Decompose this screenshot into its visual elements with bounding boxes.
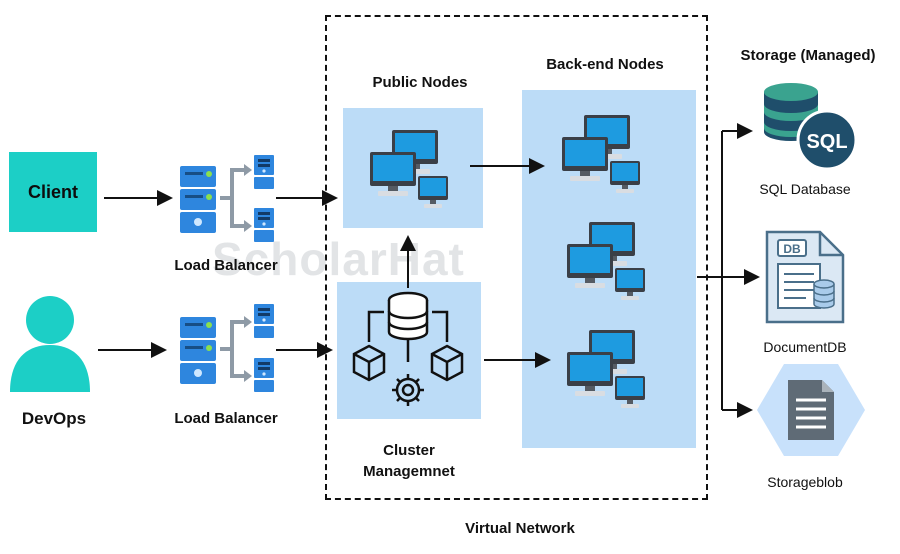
server-icon	[180, 317, 216, 384]
server-icon	[254, 304, 274, 392]
computer-network-icon	[562, 115, 640, 193]
server-icon	[254, 155, 274, 242]
documentdb-label: DocumentDB	[763, 339, 847, 355]
db-icon-text: DB	[783, 242, 801, 256]
gear-icon	[392, 374, 424, 406]
computer-network-icon	[370, 130, 448, 208]
cluster-management-line-1: Cluster	[383, 442, 435, 459]
client-label: Client	[27, 181, 78, 202]
client-node: Client	[9, 152, 97, 232]
document-db-icon: DB	[765, 230, 845, 324]
computer-network-icon	[567, 222, 645, 300]
fork-arrow-icon	[220, 320, 246, 378]
watermark: ScholarHat	[212, 233, 465, 285]
load-balancer-1-label: Load Balancer	[174, 257, 278, 274]
storageblob-label: Storageblob	[767, 474, 843, 490]
storage-blob-icon	[757, 364, 865, 456]
fork-arrow-icon	[220, 168, 246, 228]
cluster-management-line-2: Managemnet	[363, 463, 455, 480]
virtual-network-boundary	[325, 15, 708, 500]
virtual-network-label: Virtual Network	[465, 520, 575, 537]
computer-network-icon	[567, 330, 645, 408]
cluster-management-label: Cluster Managemnet	[346, 440, 472, 482]
public-nodes-label: Public Nodes	[372, 74, 468, 91]
cube-icon	[352, 344, 386, 382]
sql-database-label: SQL Database	[759, 181, 851, 197]
person-icon	[10, 296, 90, 392]
sql-database-icon: SQL	[764, 83, 858, 171]
storage-title: Storage (Managed)	[740, 47, 876, 64]
database-icon	[387, 291, 429, 341]
cube-icon	[430, 344, 464, 382]
load-balancer-2-label: Load Balancer	[174, 410, 278, 427]
devops-label: DevOps	[21, 409, 87, 428]
sql-icon-text: SQL	[806, 131, 847, 153]
backend-nodes-label: Back-end Nodes	[546, 56, 664, 73]
server-icon	[180, 166, 216, 233]
